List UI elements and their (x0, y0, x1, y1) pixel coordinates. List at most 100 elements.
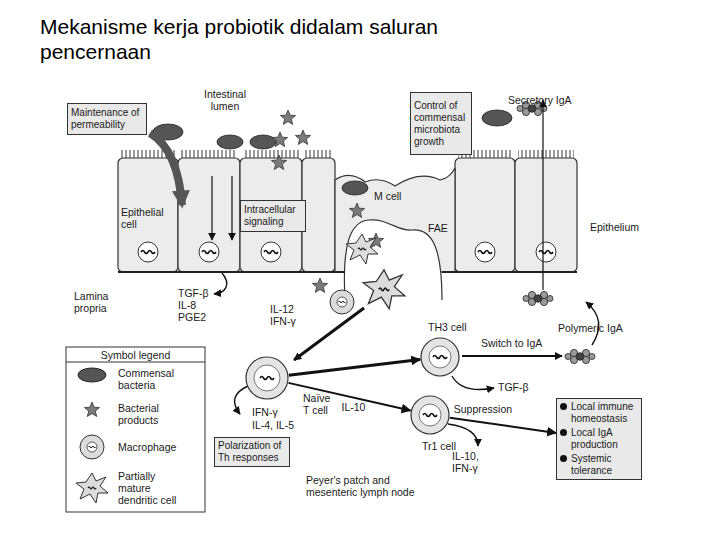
callout-box: Control of commensal microbiota growth (410, 92, 472, 155)
art-rect (455, 158, 515, 272)
diagram-label: TGF-β (178, 287, 218, 299)
edge-label: IL-10 (342, 401, 366, 413)
diagram-label: IL-10, IFN-γ (452, 450, 488, 474)
art-ellipse (250, 135, 276, 149)
diagram-label: IL-12 (270, 303, 310, 315)
art-use (138, 242, 158, 262)
art-use (272, 132, 287, 146)
callout-box: Intracellular signaling (240, 200, 306, 232)
outcome-text: Systemic tolerance (571, 453, 638, 477)
art-path (214, 273, 227, 294)
box-text: Intracellular signaling (244, 204, 302, 228)
bullet-dot (560, 455, 567, 462)
bacteria-sample (78, 368, 106, 382)
diagram-label: TGF-β (498, 381, 538, 393)
art-use (271, 155, 286, 169)
art-line (462, 355, 562, 357)
diagram-label: Intestinal lumen (198, 88, 252, 112)
art-use (330, 290, 354, 314)
legend-sample (76, 473, 108, 503)
box-text: Polarization of Th responses (218, 440, 286, 464)
art-rect (302, 158, 335, 272)
callout-box: Maintenance of permeability (67, 103, 147, 135)
art-ellipse (482, 110, 512, 126)
legend-heading: Symbol legend (66, 349, 205, 361)
art-rect (178, 158, 240, 272)
shape-sample (80, 435, 104, 459)
cell-label: TH3 cell (428, 321, 488, 333)
t-cell: Tr1 cell (410, 395, 450, 435)
basement-membrane (118, 271, 577, 273)
shape-sample (84, 402, 99, 416)
microvilli (121, 150, 574, 158)
cell-body (421, 338, 459, 376)
bullet-dot (560, 403, 567, 410)
legend-sample (80, 435, 104, 459)
art-use (363, 270, 405, 309)
art-line (231, 176, 232, 240)
bullet-dot (560, 429, 567, 436)
callout-box: Polarization of Th responses (214, 437, 290, 467)
diagram-label: M cell (374, 190, 414, 202)
art-path (150, 133, 182, 205)
art-rect (305, 150, 333, 158)
art-use (295, 130, 310, 144)
art-rect (243, 150, 299, 158)
art-ellipse (342, 181, 368, 195)
connector-arrow (289, 359, 420, 375)
bullet-item: Local immune homeostasis (560, 401, 638, 425)
art-use (536, 242, 556, 262)
diagram-title: Mekanisme kerja probiotik didalam salura… (40, 14, 510, 64)
cell-outline (420, 337, 460, 377)
art-rect (118, 158, 178, 272)
diagram-label: Epithelium (590, 221, 660, 233)
art-use (280, 110, 295, 124)
cell-nucleus (254, 365, 280, 391)
art-use (475, 242, 495, 262)
outcome-text: Local IgA production (571, 427, 638, 451)
cell-outline (410, 395, 450, 435)
shape-sample (76, 473, 108, 503)
art-ellipse (217, 135, 243, 149)
art-line (542, 100, 543, 290)
box-text: Control of commensal microbiota growth (414, 100, 468, 148)
art-path (452, 376, 494, 390)
art-rect (515, 158, 577, 272)
edge-label: Suppression (454, 403, 512, 415)
art-rect (518, 150, 574, 158)
diagram-label: PGE2 (178, 311, 218, 323)
art-line (442, 271, 577, 273)
art-line (211, 176, 212, 240)
art-line (118, 271, 345, 273)
cell-body (411, 396, 449, 434)
bullet-item: Local IgA production (560, 427, 638, 451)
t-cell: Naïve T cell (245, 356, 289, 400)
diagram-label: FAE (428, 222, 458, 234)
diagram-label: IL-4, IL-5 (252, 419, 312, 431)
legend-sample (78, 368, 106, 382)
art-use (346, 234, 378, 264)
art-use (523, 291, 553, 305)
art-use (565, 349, 595, 363)
legend-sample (84, 402, 99, 416)
diagram-label: Switch to IgA (481, 337, 561, 349)
outcome-box: Local immune homeostasisLocal IgA produc… (556, 398, 642, 480)
chromatin (260, 377, 274, 380)
chromatin (433, 356, 447, 359)
legend-text: Commensal bacteria (118, 367, 186, 391)
art-use (261, 242, 281, 262)
diagram-label: Secretory IgA (508, 94, 588, 106)
diagram-label: Polymeric IgA (558, 322, 638, 334)
bullet-item: Systemic tolerance (560, 453, 638, 477)
cell-nucleus (429, 346, 451, 368)
legend-text: Macrophage (118, 441, 186, 453)
cell-label: Naïve T cell (303, 392, 339, 416)
legend-samples (76, 368, 108, 503)
cell-nucleus (419, 404, 441, 426)
art-use (199, 242, 219, 262)
art-use (312, 278, 327, 292)
t-cell: TH3 cell (420, 337, 460, 377)
cell-outline (245, 356, 289, 400)
diagram-label: IL-8 (178, 299, 218, 311)
